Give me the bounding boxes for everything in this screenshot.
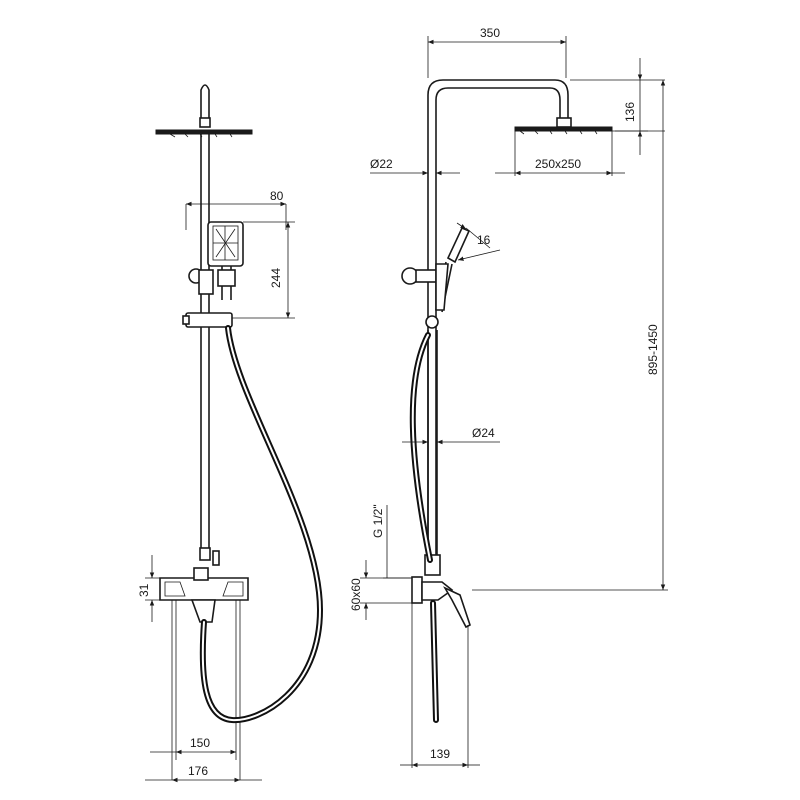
dim-hand-shower-angle: 16	[477, 233, 491, 247]
dim-arm-length: 350	[480, 26, 500, 40]
dim-rail-diameter: Ø22	[370, 157, 393, 171]
hand-shower-side	[446, 226, 471, 264]
dim-wall-projection: 139	[430, 747, 450, 761]
dim-hand-shower-width: 80	[270, 189, 284, 203]
rain-shower-head-side	[514, 126, 613, 132]
dim-head-height: 136	[623, 102, 637, 122]
rain-shower-head-front	[155, 129, 253, 135]
dim-hand-shower-height: 244	[269, 268, 283, 288]
dim-head-size: 250x250	[535, 157, 581, 171]
dim-inner-spacing: 150	[190, 736, 210, 750]
side-view	[401, 79, 613, 768]
dim-lower-pipe-diameter: Ø24	[472, 426, 495, 440]
dim-escutcheon: 60x60	[349, 578, 363, 611]
dim-outer-spacing: 176	[188, 764, 208, 778]
mixer-body-front	[159, 577, 249, 601]
dim-thread: G 1/2"	[371, 504, 385, 538]
mixer-lever-side	[443, 586, 471, 629]
dim-total-height: 895-1450	[646, 324, 660, 375]
front-view	[155, 84, 324, 780]
front-dimensions: 80 244 31 150 176	[137, 189, 295, 783]
hand-shower-front	[207, 221, 244, 267]
dim-mixer-height: 31	[137, 583, 151, 597]
side-dimensions: 350 136 Ø22 250x250 16 895-1450 Ø24	[349, 26, 668, 768]
